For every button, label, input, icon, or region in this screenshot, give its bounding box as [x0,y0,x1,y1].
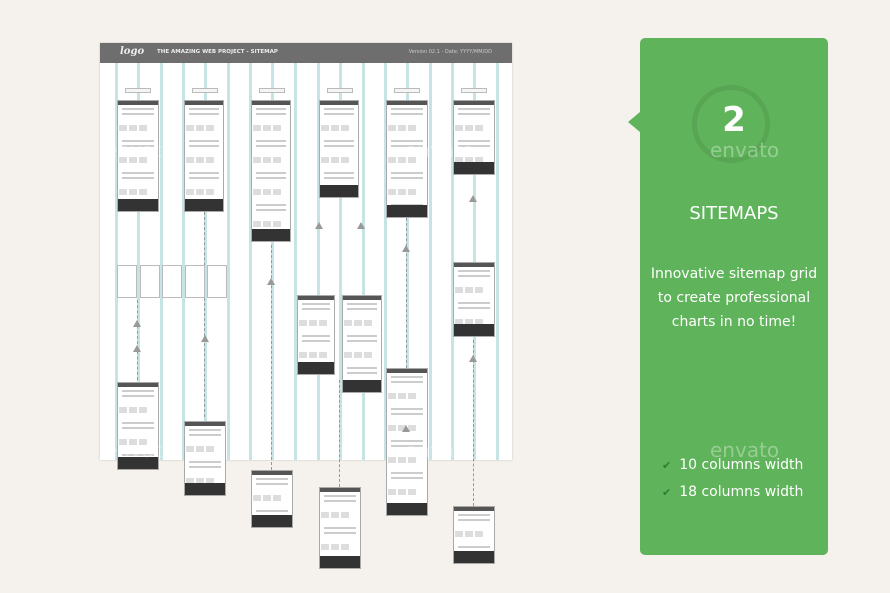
section-label [327,88,353,93]
section-label [192,88,218,93]
watermark: envato [105,138,175,162]
arrow-icon [402,245,410,252]
section-label [259,88,285,93]
connector-line [339,380,340,487]
page-thumbnail [297,295,335,375]
watermark: envato [105,438,175,462]
number-ring [692,85,770,163]
connector-line [137,300,138,380]
page-thumbnail [184,421,226,496]
arrow-icon [315,222,323,229]
grid-guide [339,63,342,460]
connector-line [204,212,205,417]
grid-guide [249,63,252,460]
page-thumbnail [319,487,361,569]
section-label [394,88,420,93]
card-description: Innovative sitemap grid to create profes… [650,266,818,330]
page-thumbnail [117,100,159,212]
grid-guide [294,63,297,460]
grid-guide [271,63,274,460]
page-thumbnail [453,100,495,175]
page-thumbnail [386,100,428,218]
grid-guide [115,63,118,460]
page-thumbnail [251,470,293,528]
feature-item: ✔18 columns width [662,484,804,500]
arrow-icon [133,345,141,352]
watermark: envato [710,438,780,462]
sitemap-sheet: logo THE AMAZING WEB PROJECT - SITEMAP V… [100,43,512,460]
page-thumbnail [117,382,159,470]
connector-line [406,218,407,368]
watermark: envato [405,138,475,162]
logo: logo [120,46,145,57]
watermark: envato [405,438,475,462]
card-number: 2 [722,100,746,140]
sitemap-title: THE AMAZING WEB PROJECT - SITEMAP [157,49,278,55]
social-page [207,265,227,298]
page-thumbnail [184,100,224,212]
grid-guide [384,63,387,460]
version-text: Version 02.1 - Date: YYYY/MM/DD [408,49,492,55]
section-label [125,88,151,93]
sitemap-header: logo THE AMAZING WEB PROJECT - SITEMAP V… [100,43,512,63]
arrow-icon [267,278,275,285]
page-thumbnail [251,100,291,242]
connector-line [271,245,272,470]
grid-guide [362,63,365,460]
grid-guide [160,63,163,460]
grid-guide [227,63,230,460]
social-page [117,265,137,298]
arrow-icon [133,320,141,327]
arrow-icon [469,355,477,362]
page-thumbnail [319,100,359,198]
arrow-icon [201,335,209,342]
info-card: 2 SITEMAPS Innovative sitemap grid to cr… [628,38,828,555]
arrow-icon [469,195,477,202]
section-label [461,88,487,93]
page-thumbnail [386,368,428,516]
connector-line [473,340,474,506]
page-thumbnail [453,262,495,337]
check-icon: ✔ [662,486,672,499]
feature-list: ✔10 columns width ✔18 columns width [662,457,803,511]
social-page [140,265,160,298]
arrow-icon [357,222,365,229]
card-title: SITEMAPS [689,203,779,224]
social-page [162,265,182,298]
grid-guide [496,63,499,460]
check-icon: ✔ [662,459,672,472]
arrow-icon [402,425,410,432]
page-thumbnail [453,506,495,564]
grid-guide [406,63,409,460]
grid-guide [429,63,432,460]
grid-guide [137,63,140,460]
grid-guide [451,63,454,460]
social-page [185,265,205,298]
page-thumbnail [342,295,382,393]
grid-guide [473,63,476,460]
grid-guide [182,63,185,460]
watermark: envato [710,138,780,162]
grid-guide [317,63,320,460]
grid-guide [204,63,207,460]
feature-item: ✔10 columns width [662,457,804,473]
